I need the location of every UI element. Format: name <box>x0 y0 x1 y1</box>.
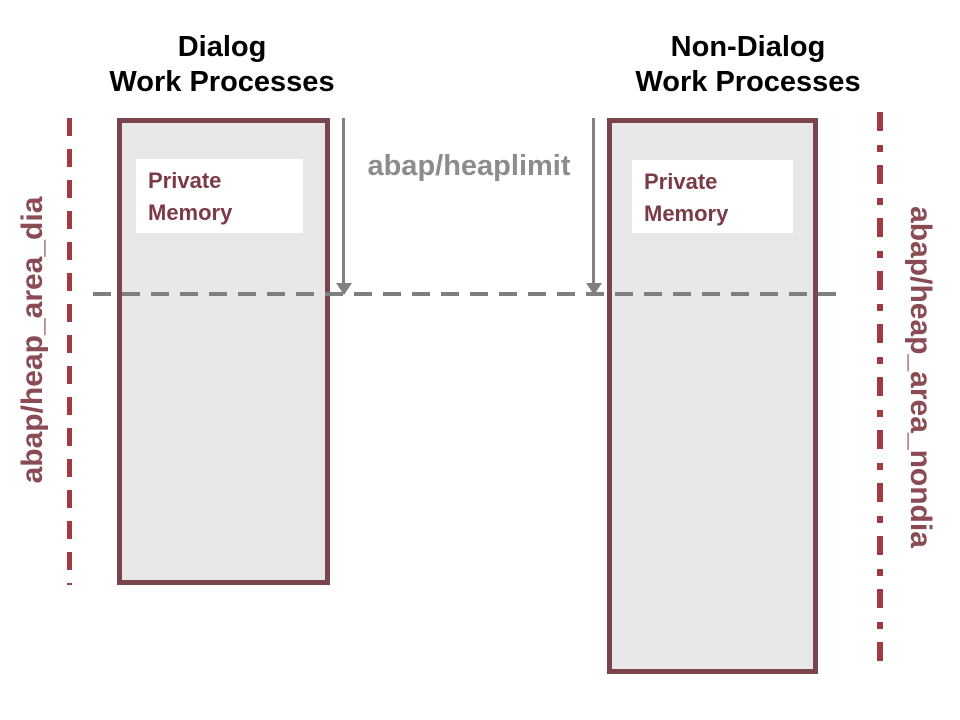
private-memory-label-line1: Private <box>148 168 222 193</box>
arrow-down-icon <box>336 283 352 295</box>
arrow-down-icon <box>586 283 602 295</box>
dialog-title-line2: Work Processes <box>109 66 335 98</box>
private-memory-label-line2: Memory <box>148 200 233 225</box>
heap-area-dia-dashed-line <box>67 118 72 585</box>
heap-area-dia-label: abap/heap_area_dia <box>16 196 49 484</box>
heaplimit-arrow-right <box>592 118 595 284</box>
dialog-title-line1: Dialog <box>177 31 267 63</box>
heap-area-nondia-label: abap/heap_area_nondia <box>904 206 937 548</box>
non-dialog-work-process-box: Private Memory <box>607 118 818 674</box>
heaplimit-dashed-line <box>93 292 843 296</box>
private-memory-label-line2: Memory <box>644 201 729 226</box>
heap-area-nondia-dashed-line <box>877 112 883 674</box>
heaplimit-arrow-left <box>342 118 345 284</box>
non-dialog-title-line1: Non-Dialog <box>670 31 826 63</box>
heaplimit-label: abap/heaplimit <box>367 150 571 182</box>
non-dialog-title: Non-Dialog Work Processes <box>598 30 898 100</box>
private-memory-box-dialog: Private Memory <box>136 159 303 233</box>
dialog-title: Dialog Work Processes <box>82 30 362 100</box>
private-memory-box-non-dialog: Private Memory <box>632 160 793 233</box>
dialog-work-process-box: Private Memory <box>117 118 330 585</box>
non-dialog-title-line2: Work Processes <box>635 66 861 98</box>
private-memory-label-line1: Private <box>644 169 718 194</box>
